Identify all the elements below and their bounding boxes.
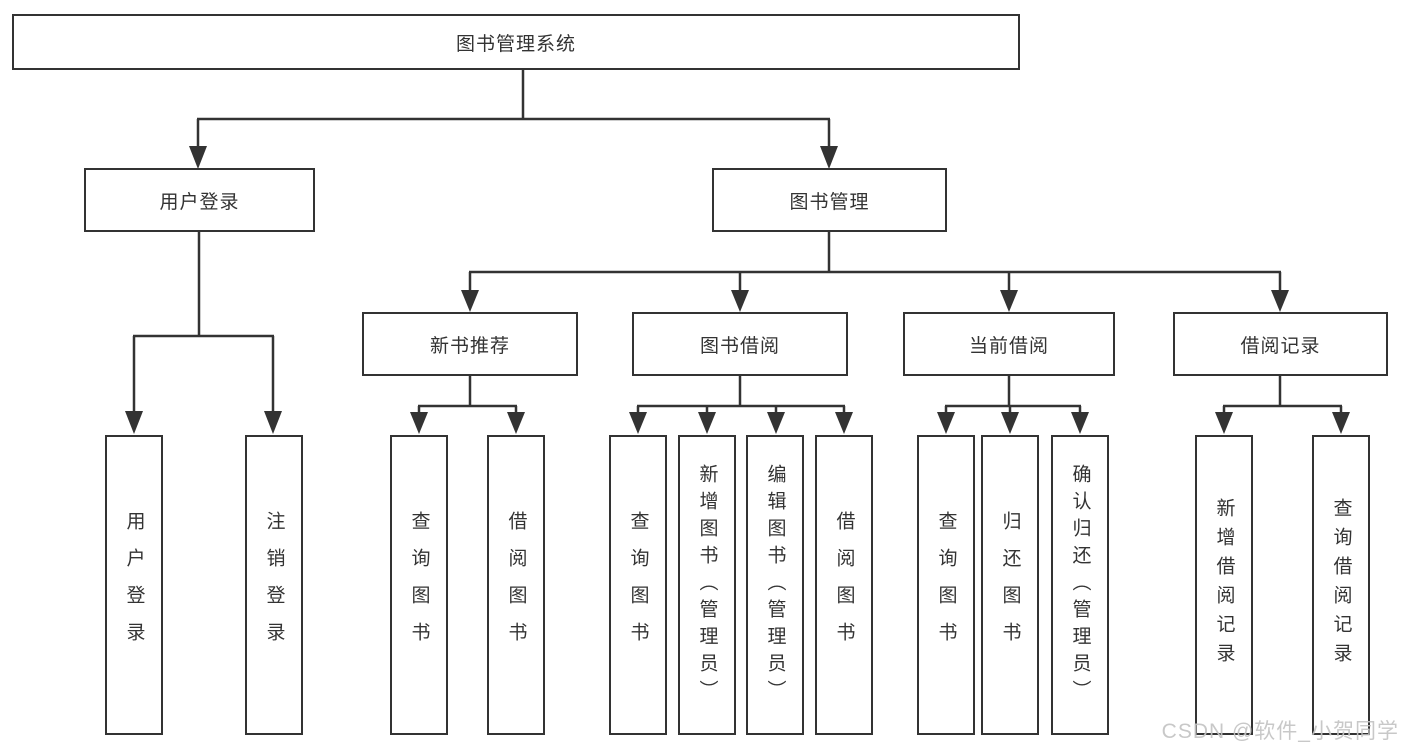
- node-book-management-label: 图书管理: [789, 191, 870, 213]
- leaf-user-login-label: 用户登录: [123, 511, 145, 659]
- leaf-add-borrow-record-label: 新增借阅记录: [1213, 498, 1235, 672]
- leaf-add-books-admin: 新增图书（管理员）: [678, 435, 736, 735]
- leaf-edit-books-admin-label: 编辑图书（管理员）: [764, 463, 786, 707]
- leaf-add-books-admin-label: 新增图书（管理员）: [696, 463, 718, 707]
- csdn-watermark: CSDN @软件_小贺同学: [1161, 720, 1399, 743]
- node-user-login-label: 用户登录: [159, 191, 240, 213]
- leaf-logout-label: 注销登录: [263, 511, 285, 659]
- leaf-borrow-books-2-label: 借阅图书: [833, 511, 855, 659]
- leaf-logout: 注销登录: [245, 435, 303, 735]
- leaf-return-books-label: 归还图书: [999, 511, 1021, 659]
- leaf-confirm-return-admin-label: 确认归还（管理员）: [1069, 463, 1091, 707]
- node-root: 图书管理系统: [12, 14, 1020, 70]
- leaf-borrow-books-1: 借阅图书: [487, 435, 545, 735]
- leaf-query-books-1-label: 查询图书: [408, 511, 430, 659]
- leaf-borrow-books-2: 借阅图书: [815, 435, 873, 735]
- node-book-borrow-label: 图书借阅: [699, 335, 780, 357]
- leaf-borrow-books-1-label: 借阅图书: [505, 511, 527, 659]
- leaf-edit-books-admin: 编辑图书（管理员）: [746, 435, 804, 735]
- node-borrow-records-label: 借阅记录: [1240, 335, 1321, 357]
- leaf-query-books-3: 查询图书: [917, 435, 975, 735]
- node-current-borrow-label: 当前借阅: [968, 335, 1049, 357]
- leaf-user-login: 用户登录: [105, 435, 163, 735]
- node-root-label: 图书管理系统: [455, 33, 576, 55]
- node-user-login: 用户登录: [84, 168, 315, 232]
- leaf-return-books: 归还图书: [981, 435, 1039, 735]
- node-new-book-recommend-label: 新书推荐: [429, 335, 510, 357]
- leaf-query-books-2: 查询图书: [609, 435, 667, 735]
- leaf-add-borrow-record: 新增借阅记录: [1195, 435, 1253, 735]
- node-new-book-recommend: 新书推荐: [362, 312, 578, 376]
- node-borrow-records: 借阅记录: [1173, 312, 1388, 376]
- leaf-query-borrow-record-label: 查询借阅记录: [1330, 498, 1352, 672]
- leaf-query-borrow-record: 查询借阅记录: [1312, 435, 1370, 735]
- node-book-management: 图书管理: [712, 168, 947, 232]
- node-current-borrow: 当前借阅: [903, 312, 1115, 376]
- leaf-query-books-2-label: 查询图书: [627, 511, 649, 659]
- leaf-query-books-3-label: 查询图书: [935, 511, 957, 659]
- node-book-borrow: 图书借阅: [632, 312, 848, 376]
- leaf-query-books-1: 查询图书: [390, 435, 448, 735]
- leaf-confirm-return-admin: 确认归还（管理员）: [1051, 435, 1109, 735]
